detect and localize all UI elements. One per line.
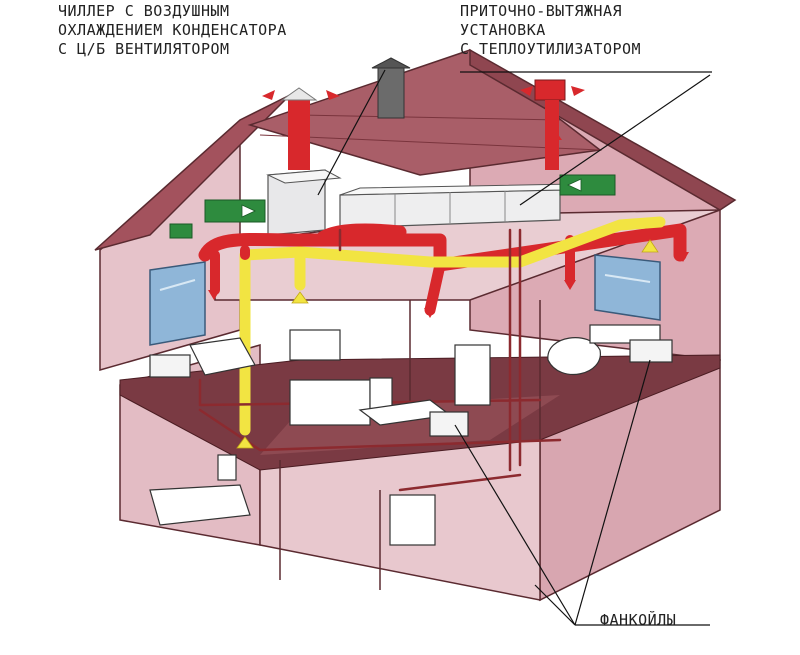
bed-right [589,324,661,344]
water-pipes [198,228,562,492]
label-ahu-line-2: УСТАНОВКА [460,21,546,39]
fan-coil-right [629,339,673,363]
leader-chiller [317,69,386,196]
leader-ahu [519,74,711,206]
arrow-exhaust-left [262,90,275,100]
roof-exhaust-red [288,100,310,170]
label-fancoils-text: ФАНКОЙЛЫ [600,611,677,629]
refrigerator [454,344,491,406]
green-duct-left [204,199,266,223]
label-chiller: ЧИЛЛЕР С ВОЗДУШНЫМ ОХЛАЖДЕНИЕМ КОНДЕНСАТ… [58,2,287,59]
attic-equipment [169,79,616,239]
red-duct-main [198,223,687,272]
label-chiller-line-2: ОХЛАЖДЕНИЕМ КОНДЕНСАТОРА [58,21,287,39]
arrow-supply-1 [208,290,220,300]
toilet [217,454,237,481]
fan-coil-center [429,411,469,437]
label-fancoils: ФАНКОЙЛЫ [600,611,676,630]
boiler-unit [389,494,436,546]
furniture [149,324,661,546]
arrow-exhaust-right [326,90,340,100]
label-chiller-line-3: С Ц/Б ВЕНТИЛЯТОРОМ [58,40,230,58]
fan-coil-units [149,339,673,437]
window-left [149,261,206,346]
chimney-cap [371,57,411,69]
air-arrows [208,86,689,449]
label-ahu-line-1: ПРИТОЧНО-ВЫТЯЖНАЯ [460,2,623,20]
yellow-duct-main [239,216,666,436]
fan-coil-left [149,354,191,378]
bed [189,337,256,376]
leader-fancoil-mid [534,584,576,626]
leader-fancoil-right [574,359,651,626]
label-ahu: ПРИТОЧНО-ВЫТЯЖНАЯ УСТАНОВКА С ТЕПЛОУТИЛИ… [460,2,641,59]
bathtub [149,484,251,526]
label-ahu-line-3: С ТЕПЛОУТИЛИЗАТОРОМ [460,40,642,58]
green-duct-right [559,174,616,196]
window-right [594,254,661,321]
ducts [198,216,687,492]
leader-fancoil-left [454,424,576,626]
arrow-fresh-left [241,204,256,218]
kitchen-cabinets [289,329,341,361]
leader-lines [317,69,712,626]
windows [149,254,661,346]
armchair [547,337,601,376]
arrow-extract-1 [291,291,309,304]
label-chiller-line-1: ЧИЛЛЕР С ВОЗДУШНЫМ [58,2,230,20]
